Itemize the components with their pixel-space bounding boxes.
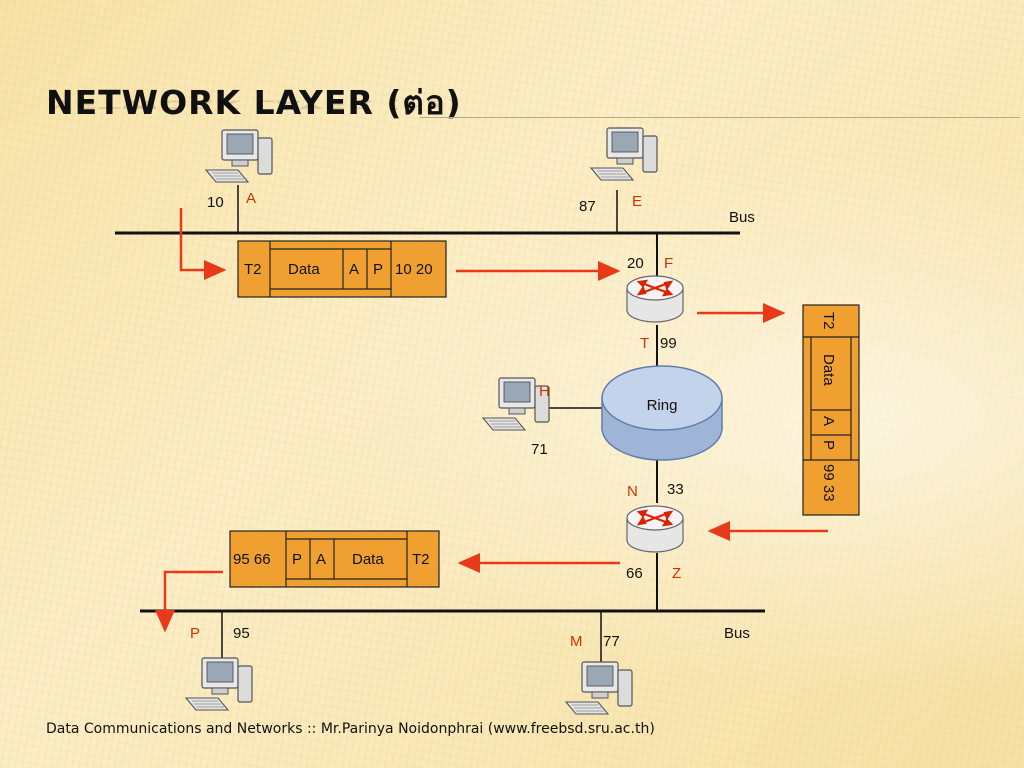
node-F-letter: F <box>664 255 673 272</box>
packet-right-p: P <box>820 440 837 450</box>
computer-icon <box>565 661 633 715</box>
packet-right-a: A <box>820 416 837 426</box>
computer-icon <box>205 129 273 183</box>
node-M-letter: M <box>570 633 583 650</box>
node-H-addr: 71 <box>531 441 548 458</box>
packet-bottom-addr: 95 66 <box>233 551 271 568</box>
bus-top-label: Bus <box>729 209 755 226</box>
bus-bottom-label: Bus <box>724 625 750 642</box>
footer-text: Data Communications and Networks :: Mr.P… <box>46 721 655 737</box>
ring-label: Ring <box>647 397 678 414</box>
node-Z-addr: 66 <box>626 565 643 582</box>
packet-bottom-t2: T2 <box>412 551 430 568</box>
computer-icon <box>590 127 658 181</box>
node-E-addr: 87 <box>579 198 596 215</box>
packet-bottom <box>229 530 440 588</box>
ring-network: Ring <box>601 365 723 461</box>
slide-title: NETWORK LAYER (ต่อ) <box>46 83 462 122</box>
node-A-addr: 10 <box>207 194 224 211</box>
node-P-addr: 95 <box>233 625 250 642</box>
packet-top-a: A <box>349 261 359 278</box>
packet-bottom-data: Data <box>352 551 384 568</box>
packet-top-addr: 10 20 <box>395 261 433 278</box>
node-T-addr: 99 <box>660 335 677 352</box>
packet-bottom-p: P <box>292 551 302 568</box>
node-M-addr: 77 <box>603 633 620 650</box>
node-T-letter: T <box>640 335 649 352</box>
packet-right <box>802 304 860 516</box>
computer-icon <box>185 657 253 711</box>
packet-top-data: Data <box>288 261 320 278</box>
node-H-letter: H <box>539 383 550 400</box>
node-N-addr: 33 <box>667 481 684 498</box>
node-Z-letter: Z <box>672 565 681 582</box>
router-icon <box>625 504 685 554</box>
router-icon <box>625 274 685 324</box>
node-E-letter: E <box>632 193 642 210</box>
arrow-A-down <box>179 208 227 280</box>
title-underline <box>420 117 1020 118</box>
packet-right-t2: T2 <box>820 312 837 330</box>
packet-bottom-a: A <box>316 551 326 568</box>
node-F-addr: 20 <box>627 255 644 272</box>
packet-top-p: P <box>373 261 383 278</box>
packet-right-data: Data <box>820 354 837 386</box>
packet-top <box>237 240 447 298</box>
node-N-letter: N <box>627 483 638 500</box>
node-P-letter: P <box>190 625 200 642</box>
packet-right-addr: 99 33 <box>820 464 837 502</box>
arrow-P-down <box>155 570 223 633</box>
node-A-letter: A <box>246 190 256 207</box>
packet-top-t2: T2 <box>244 261 262 278</box>
